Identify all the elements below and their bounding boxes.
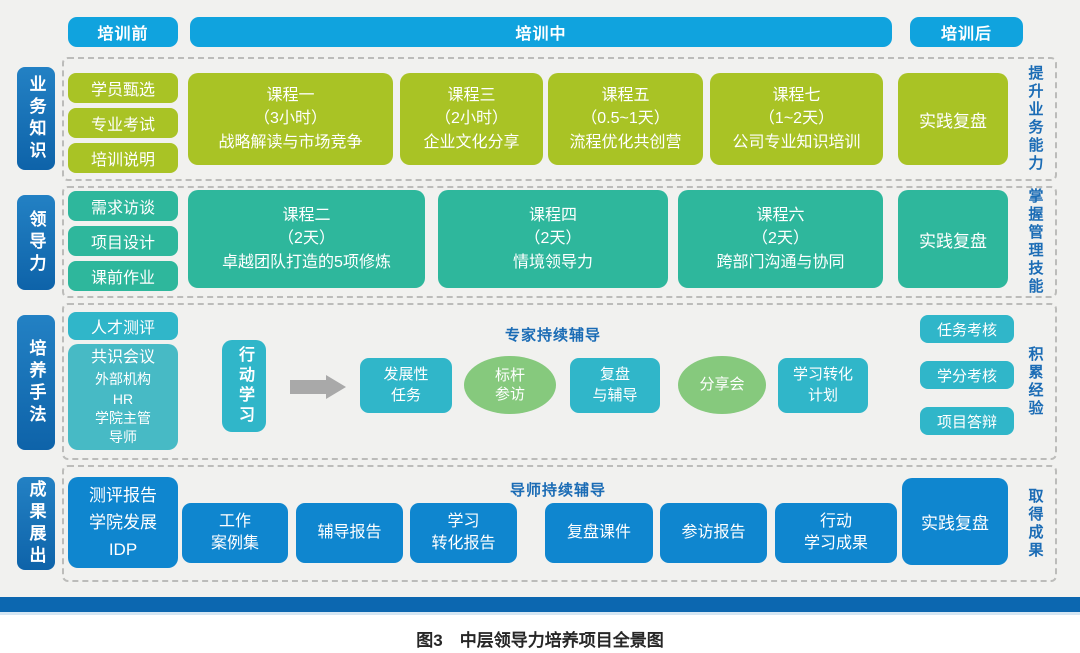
practice-review-box: 实践复盘: [902, 478, 1008, 565]
phase-header-pre-training: 培训前: [68, 17, 178, 47]
course-box-3: 课程三 （2小时） 企业文化分享: [400, 73, 543, 165]
course-name: 情境领导力: [512, 253, 593, 271]
row-label-leadership: 领导力: [17, 195, 55, 290]
goal-label-achieve-results: 取得成果: [1026, 487, 1044, 560]
course-title: 课程四: [528, 207, 577, 225]
flow-node-learning-transfer-plan: 学习转化 计划: [778, 358, 868, 413]
prep-item: 培训说明: [68, 143, 178, 173]
goal-label-accumulate-experience: 积累经验: [1026, 345, 1044, 418]
course-duration: （2天）: [524, 230, 582, 248]
action-learning-box: 行动学习: [222, 340, 266, 432]
goal-label-master-management: 掌握管理技能: [1026, 188, 1044, 296]
row-label-outcomes: 成果展出: [17, 477, 55, 570]
course-box-1: 课程一 （3小时） 战略解读与市场竞争: [188, 73, 393, 165]
output-box-work-cases: 工作 案例集: [182, 503, 288, 563]
zone-business-knowledge: [62, 57, 1057, 181]
course-duration: （3小时）: [254, 110, 327, 128]
phase-header-during-training: 培训中: [190, 17, 892, 47]
goal-label-improve-business: 提升业务能力: [1026, 65, 1044, 173]
practice-review-box: 实践复盘: [898, 190, 1008, 288]
output-box-visit-report: 参访报告: [660, 503, 767, 563]
course-name: 公司专业知识培训: [732, 133, 861, 151]
consensus-members: 外部机构 HR 学院主管 导师: [95, 371, 151, 446]
flow-node-development-task: 发展性 任务: [360, 358, 452, 413]
course-title: 课程二: [282, 207, 331, 225]
course-duration: （2小时）: [435, 110, 508, 128]
check-item: 任务考核: [920, 315, 1014, 343]
flow-node-sharing-session: 分享会: [678, 356, 766, 414]
prep-item: 需求访谈: [68, 191, 178, 221]
row-label-development-methods: 培养手法: [17, 315, 55, 450]
zone-leadership: [62, 186, 1057, 298]
consensus-meeting-box: 共识会议 外部机构 HR 学院主管 导师: [68, 344, 178, 450]
bottom-divider-highlight: [0, 612, 1080, 615]
expert-coaching-title: 专家持续辅导: [504, 327, 601, 344]
arrow-head: [326, 375, 346, 399]
course-duration: （0.5~1天）: [581, 110, 670, 128]
report-group-box: 测评报告 学院发展 IDP: [68, 477, 178, 568]
course-title: 课程三: [447, 87, 496, 105]
zone-development-methods: [62, 303, 1057, 460]
output-box-review-courseware: 复盘课件: [545, 503, 653, 563]
course-name: 战略解读与市场竞争: [218, 133, 363, 151]
course-title: 课程六: [756, 207, 805, 225]
prep-item: 项目设计: [68, 226, 178, 256]
flow-node-benchmark-visit: 标杆 参访: [464, 356, 556, 414]
course-box-2: 课程二 （2天） 卓越团队打造的5项修炼: [188, 190, 425, 288]
course-name: 企业文化分享: [423, 133, 520, 151]
check-item: 学分考核: [920, 361, 1014, 389]
output-box-learning-transfer-report: 学习 转化报告: [410, 503, 517, 563]
prep-item: 课前作业: [68, 261, 178, 291]
output-box-coaching-report: 辅导报告: [296, 503, 403, 563]
consensus-head: 共识会议: [90, 349, 155, 367]
figure-caption: 图3 中层领导力培养项目全景图: [416, 631, 664, 650]
course-duration: （2天）: [752, 230, 809, 248]
course-box-6: 课程六 （2天） 跨部门沟通与协同: [678, 190, 883, 288]
check-item: 项目答辩: [920, 407, 1014, 435]
course-title: 课程一: [266, 87, 315, 105]
phase-header-post-training: 培训后: [910, 17, 1023, 47]
practice-review-box: 实践复盘: [898, 73, 1008, 165]
course-box-4: 课程四 （2天） 情境领导力: [438, 190, 668, 288]
row-label-business-knowledge: 业务知识: [17, 67, 55, 170]
mentor-coaching-title: 导师持续辅导: [509, 482, 606, 499]
course-name: 卓越团队打造的5项修炼: [222, 253, 391, 271]
prep-item: 专业考试: [68, 108, 178, 138]
output-box-action-learning-results: 行动 学习成果: [775, 503, 897, 563]
course-name: 流程优化共创营: [569, 133, 682, 151]
right-arrow-icon: [290, 375, 346, 399]
course-title: 课程七: [772, 87, 821, 105]
arrow-shaft: [290, 380, 326, 394]
course-box-5: 课程五 （0.5~1天） 流程优化共创营: [548, 73, 703, 165]
bottom-divider-bar: [0, 597, 1080, 612]
talent-assessment-box: 人才测评: [68, 312, 178, 340]
zone-outcomes: [62, 465, 1057, 582]
course-title: 课程五: [601, 87, 650, 105]
course-duration: （1~2天）: [758, 110, 835, 128]
course-box-7: 课程七 （1~2天） 公司专业知识培训: [710, 73, 883, 165]
flow-node-review-coaching: 复盘 与辅导: [570, 358, 660, 413]
course-duration: （2天）: [278, 230, 335, 248]
course-name: 跨部门沟通与协同: [716, 253, 845, 271]
prep-item: 学员甄选: [68, 73, 178, 103]
